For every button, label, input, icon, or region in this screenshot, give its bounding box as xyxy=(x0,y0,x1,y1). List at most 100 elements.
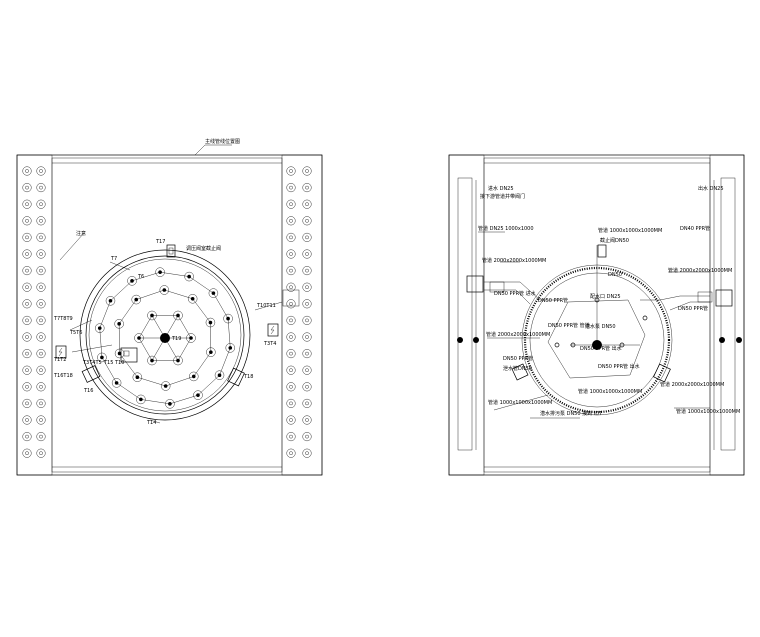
anchor-bolt-core xyxy=(25,268,29,273)
anchor-bolt-core xyxy=(289,268,293,273)
box-cluster xyxy=(120,347,138,363)
anchor-bolt xyxy=(36,382,46,392)
valve-node xyxy=(554,342,560,348)
tank-node xyxy=(173,310,183,321)
anchor-bolt-core xyxy=(305,202,309,206)
tag-t3t4t5: T3T4T5 xyxy=(82,360,102,366)
tank-node-core xyxy=(196,393,200,397)
anchor-bolt xyxy=(302,448,312,458)
node-link xyxy=(137,377,166,387)
valve-box-right xyxy=(267,323,279,337)
tank-node xyxy=(95,323,105,333)
anchor-bolt-core xyxy=(39,418,43,422)
anchor-bolt xyxy=(36,332,46,342)
tag-a1: 进水 DN25 xyxy=(488,185,514,192)
anchor-bolt-core xyxy=(39,268,43,273)
tank-node-network xyxy=(95,267,235,409)
anchor-bolt-core xyxy=(39,368,43,373)
pump-box-top xyxy=(597,244,607,258)
anchor-bolt xyxy=(302,232,312,242)
anchor-bolt-core xyxy=(25,235,29,240)
anchor-bolt-core xyxy=(289,401,293,406)
tag-t7: T7 xyxy=(110,256,117,262)
anchor-bolt xyxy=(286,398,296,408)
anchor-bolt xyxy=(286,232,296,242)
tank-node xyxy=(147,355,157,366)
anchor-bolt xyxy=(36,249,46,259)
tank-node-core xyxy=(134,297,139,302)
tank-node-core xyxy=(117,351,122,356)
tank-node xyxy=(208,288,219,298)
anchor-bolt-core xyxy=(25,401,29,406)
anchor-bolt xyxy=(302,216,312,226)
anchor-bolt-core xyxy=(25,434,29,439)
anchor-bolt xyxy=(22,448,32,458)
anchor-bolt xyxy=(302,299,312,309)
node-link xyxy=(99,300,111,329)
anchor-bolt xyxy=(36,315,46,325)
tag-a4: 管道 DN25 1000x1000 xyxy=(478,225,534,232)
anchor-bolt xyxy=(36,432,46,442)
valve-cluster-right xyxy=(715,289,733,307)
anchor-bolt xyxy=(302,282,312,292)
left-column-strip xyxy=(16,154,53,476)
tank-node xyxy=(225,343,235,353)
tank-node-core xyxy=(100,355,104,360)
anchor-bolt-core xyxy=(25,285,29,290)
anchor-bolt xyxy=(302,166,312,176)
node-link xyxy=(227,318,231,348)
tag-a14: 管道 2000x2000x1000MM xyxy=(486,331,550,338)
tank-node-core xyxy=(130,279,134,283)
tank-node xyxy=(105,296,116,306)
node-link xyxy=(192,298,211,323)
tank-node-core xyxy=(187,274,191,279)
anchor-bolt xyxy=(286,432,296,442)
inner-polygon xyxy=(547,299,646,379)
right-right-strip xyxy=(709,154,745,476)
node-link xyxy=(189,276,214,294)
tag-a19: 管道 1000x1000x1000MM xyxy=(676,408,740,415)
tag-t15t10: T15 T10 xyxy=(103,360,124,366)
anchor-bolt-core xyxy=(289,335,293,339)
tag-a24: 管道 1000x1000x1000MM xyxy=(578,388,642,395)
anchor-bolt-core xyxy=(39,235,43,240)
node-link xyxy=(118,299,137,324)
anchor-bolt-core xyxy=(39,218,43,223)
node-link xyxy=(213,293,229,319)
anchor-bolt xyxy=(286,332,296,342)
node-link xyxy=(219,347,231,376)
tank-node xyxy=(134,333,144,343)
anchor-bolt xyxy=(302,199,312,209)
anchor-bolt xyxy=(22,382,32,392)
anchor-bolt-core xyxy=(289,318,293,323)
anchor-bolt-core xyxy=(289,451,293,456)
valve-box-left xyxy=(55,345,67,359)
anchor-bolt xyxy=(22,249,32,259)
anchor-bolt-core xyxy=(25,252,29,256)
anchor-bolt xyxy=(286,199,296,209)
tank-node xyxy=(127,276,137,286)
tag-a5: 管道 2000x2000x1000MM xyxy=(482,257,546,264)
tank-node-core xyxy=(176,313,180,318)
anchor-bolt-core xyxy=(305,301,309,306)
anchor-bolt xyxy=(22,349,32,359)
tag-center: 潜水泵 DN50 xyxy=(585,323,616,330)
node-link xyxy=(136,289,165,300)
anchor-bolt xyxy=(36,183,46,193)
anchor-bolt-core xyxy=(305,169,309,173)
node-link xyxy=(119,353,138,378)
right-left-slot xyxy=(457,177,473,451)
anchor-bolt xyxy=(22,232,32,242)
tag-a23: DN50 PPR管 出水 xyxy=(598,363,640,370)
lightning-icon xyxy=(270,325,275,335)
tank-node xyxy=(193,390,203,400)
anchor-bolt-core xyxy=(25,218,29,223)
anchor-bolt xyxy=(286,315,296,325)
anchor-bolt-core xyxy=(39,202,43,206)
anchor-bolt xyxy=(286,448,296,458)
box-bottom-right xyxy=(653,363,671,383)
anchor-bolt xyxy=(302,398,312,408)
tank-node xyxy=(131,294,141,305)
left-plan: 主线管线位置图 注意 T17 调压阀室截止阀 T7 T7T8T9 T5T6 xyxy=(16,138,323,476)
anchor-bolt xyxy=(22,266,32,276)
